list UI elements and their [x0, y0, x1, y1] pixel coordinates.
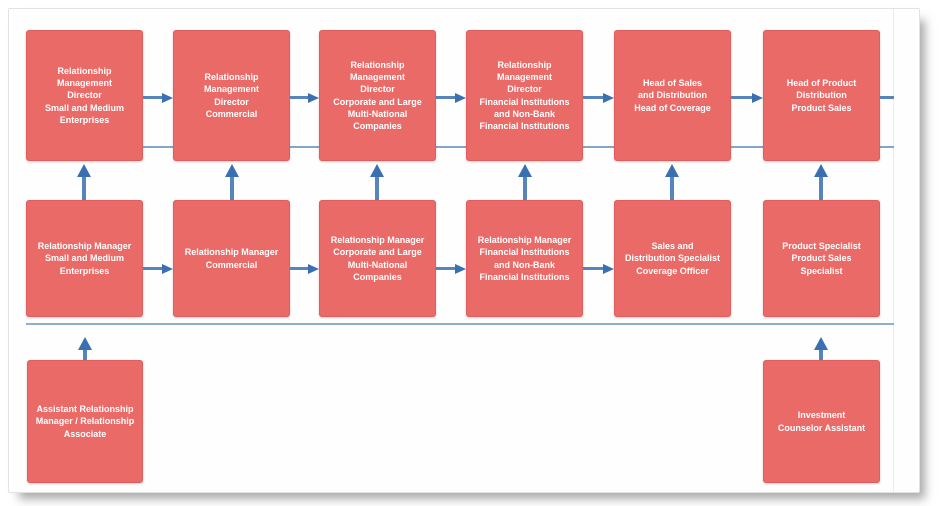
arrow-top-4-5-line: [583, 96, 603, 99]
arrow-mid-2-3-head-icon: [308, 264, 319, 274]
node-rm-small-medium-enterprises: Relationship Manager Small and Medium En…: [26, 200, 143, 317]
arrow-up-col6-head-icon: [814, 164, 828, 177]
node-rmd-small-medium-enterprises: Relationship Management Director Small a…: [26, 30, 143, 161]
arrow-top-2-3-line: [290, 96, 308, 99]
arrow-top-1-2-line: [143, 96, 162, 99]
node-rmd-corporate-multinational: Relationship Management Director Corpora…: [319, 30, 436, 161]
arrow-up-col4-line: [523, 177, 527, 200]
node-rm-corporate-multinational: Relationship Manager Corporate and Large…: [319, 200, 436, 317]
picture-inner-edge: [893, 9, 894, 492]
node-rmd-financial-institutions: Relationship Management Director Financi…: [466, 30, 583, 161]
arrow-up-col3-head-icon: [370, 164, 384, 177]
node-head-sales-distribution: Head of Sales and Distribution Head of C…: [614, 30, 731, 161]
arrow-up-investment-line: [819, 350, 823, 360]
arrow-top-4-5-head-icon: [603, 93, 614, 103]
arrow-up-assistant-head-icon: [78, 337, 92, 350]
node-head-product-distribution: Head of Product Distribution Product Sal…: [763, 30, 880, 161]
arrow-up-col2-line: [230, 177, 234, 200]
separator-line: [26, 323, 894, 325]
arrow-mid-1-2-line: [143, 267, 162, 270]
node-rmd-commercial: Relationship Management Director Commerc…: [173, 30, 290, 161]
arrow-top-5-6-head-icon: [752, 93, 763, 103]
arrow-up-investment-head-icon: [814, 337, 828, 350]
arrow-up-col2-head-icon: [225, 164, 239, 177]
arrow-up-col6-line: [819, 177, 823, 200]
arrow-top-5-6-line: [731, 96, 752, 99]
node-product-specialist: Product Specialist Product Sales Special…: [763, 200, 880, 317]
node-assistant-relationship-manager: Assistant Relationship Manager / Relatio…: [27, 360, 143, 483]
arrow-up-assistant-line: [83, 350, 87, 360]
node-rm-commercial: Relationship Manager Commercial: [173, 200, 290, 317]
arrow-top-3-4-head-icon: [455, 93, 466, 103]
arrow-top-2-3-head-icon: [308, 93, 319, 103]
arrow-up-col1-line: [82, 177, 86, 200]
arrow-up-col5-line: [670, 177, 674, 200]
arrow-mid-4-5-head-icon: [603, 264, 614, 274]
arrow-top-3-4-line: [436, 96, 455, 99]
arrow-mid-2-3-line: [290, 267, 308, 270]
diagram-frame: Relationship Management Director Small a…: [8, 8, 920, 493]
node-sales-distribution-specialist: Sales and Distribution Specialist Covera…: [614, 200, 731, 317]
arrow-mid-3-4-line: [436, 267, 455, 270]
arrow-up-col1-head-icon: [77, 164, 91, 177]
node-rm-financial-institutions: Relationship Manager Financial Instituti…: [466, 200, 583, 317]
arrow-mid-3-4-head-icon: [455, 264, 466, 274]
arrow-up-col5-head-icon: [665, 164, 679, 177]
node-investment-counselor-assistant: Investment Counselor Assistant: [763, 360, 880, 483]
arrow-up-col3-line: [375, 177, 379, 200]
arrow-top-6-tail-line: [880, 96, 894, 99]
arrow-up-col4-head-icon: [518, 164, 532, 177]
arrow-mid-4-5-line: [583, 267, 603, 270]
arrow-mid-1-2-head-icon: [162, 264, 173, 274]
arrow-top-1-2-head-icon: [162, 93, 173, 103]
